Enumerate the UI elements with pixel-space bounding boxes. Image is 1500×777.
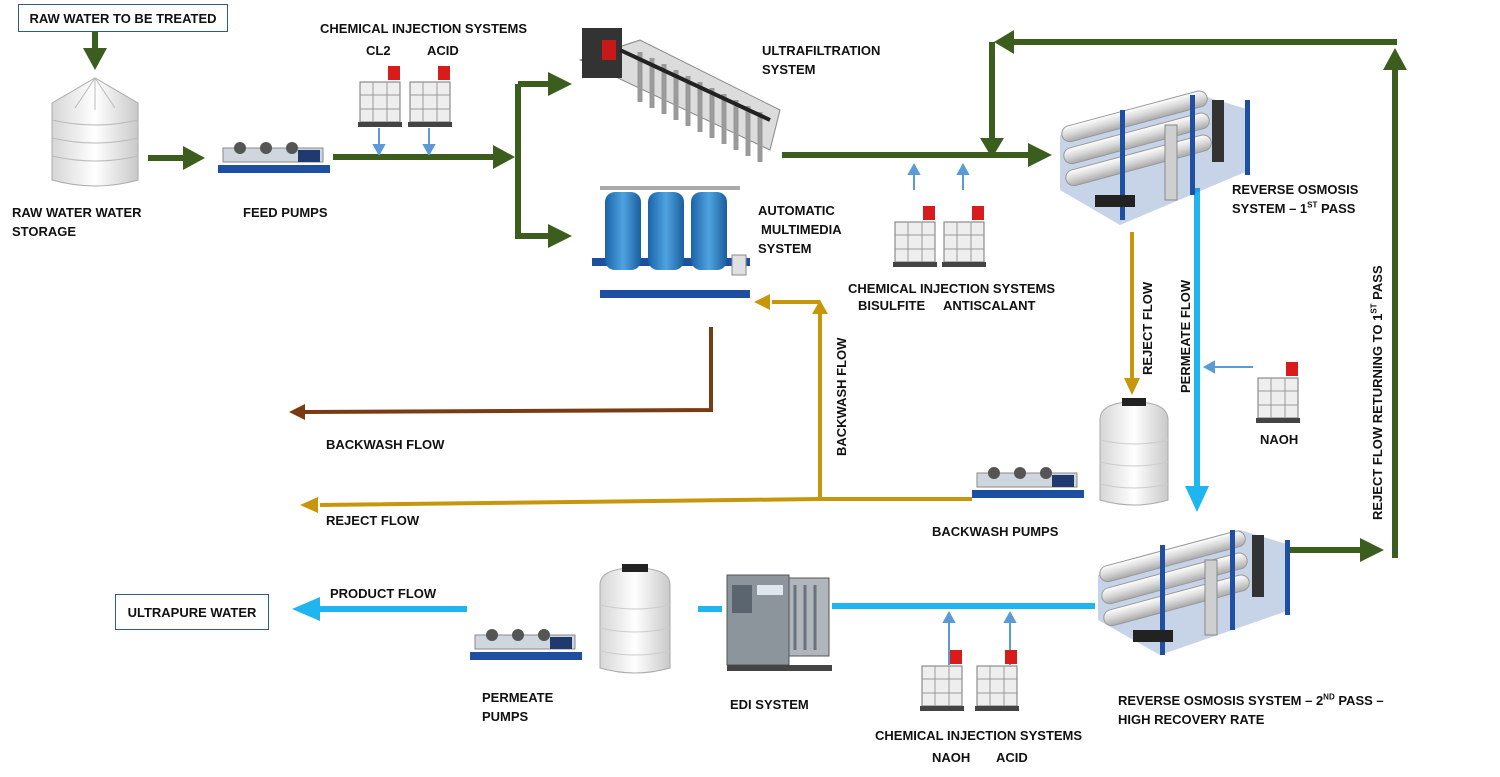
ro1-line-2: SYSTEM – 1ST PASS xyxy=(1232,199,1358,218)
chemical-injection-arrows xyxy=(372,128,1253,665)
feed-pumps-label: FEED PUMPS xyxy=(243,205,328,220)
ultrapure-water-label: ULTRAPURE WATER xyxy=(115,594,269,630)
multimedia-label: AUTOMATIC MULTIMEDIA SYSTEM xyxy=(758,201,842,258)
chem-injection-3-title: CHEMICAL INJECTION SYSTEMS xyxy=(875,728,1083,743)
chemical-tote-bisulfite xyxy=(893,206,937,267)
chemical-tote-naoh-2 xyxy=(920,650,964,711)
main-flow-lines xyxy=(92,28,1398,558)
permeate-flow-arrowheads xyxy=(292,486,1209,621)
main-flow-arrowheads xyxy=(83,30,1407,562)
ro-1st-pass-label: REVERSE OSMOSIS SYSTEM – 1ST PASS xyxy=(1232,180,1358,218)
chem-injection-acid-label: ACID xyxy=(427,43,459,58)
chem-injection-acid-2-label: ACID xyxy=(996,750,1028,765)
raw-storage-line-1: RAW WATER WATER xyxy=(12,205,142,220)
permeate-pumps-line-2: PUMPS xyxy=(482,709,529,724)
ro-system-1st-pass xyxy=(1060,90,1250,225)
ro2-sup: ND xyxy=(1323,692,1335,702)
reject-flow-vertical-label: REJECT FLOW xyxy=(1140,281,1155,375)
chem-injection-naoh-label: NAOH xyxy=(932,750,971,765)
raw-water-storage-label: RAW WATER WATER STORAGE xyxy=(12,203,142,241)
ro2-line-1b: PASS – xyxy=(1334,693,1384,708)
backwash-flow-vertical-label: BACKWASH FLOW xyxy=(834,337,849,456)
permeate-storage-tank xyxy=(599,564,671,674)
reject-flow-lines xyxy=(319,232,1134,507)
product-flow-label: PRODUCT FLOW xyxy=(330,586,437,601)
chemical-tote-cl2 xyxy=(358,66,402,127)
multimedia-filter-system xyxy=(592,186,750,298)
reject-return-b: PASS xyxy=(1370,265,1385,304)
reject-return-label: REJECT FLOW RETURNING TO 1ST PASS xyxy=(1370,265,1385,520)
backwash-pumps-skid xyxy=(972,467,1084,498)
chem-injection-bisulfite-label: BISULFITE xyxy=(858,298,926,313)
naoh-tote-label: NAOH xyxy=(1260,432,1299,447)
reject-return-a: REJECT FLOW RETURNING TO 1 xyxy=(1370,313,1385,520)
ro1-line-1: REVERSE OSMOSIS xyxy=(1232,182,1359,197)
chemical-tote-acid-2 xyxy=(975,650,1019,711)
ro1-line-2a: SYSTEM – 1 xyxy=(1232,201,1308,216)
ultrafiltration-system xyxy=(578,28,781,162)
permeate-pumps-line-1: PERMEATE xyxy=(482,690,554,705)
backwash-flow-label: BACKWASH FLOW xyxy=(326,437,445,452)
ro2-line-1: REVERSE OSMOSIS SYSTEM – 2ND PASS – xyxy=(1118,691,1384,710)
reject-flow-label: REJECT FLOW xyxy=(326,513,420,528)
permeate-pumps-skid xyxy=(470,629,582,660)
amm-line-3: SYSTEM xyxy=(758,241,812,256)
permeate-flow-lines xyxy=(318,188,1200,612)
permeate-flow-vertical-label: PERMEATE FLOW xyxy=(1178,279,1193,393)
amm-line-1: AUTOMATIC xyxy=(758,203,835,218)
backwash-water-tank xyxy=(1099,398,1169,506)
reject-return-sup: ST xyxy=(1369,303,1379,314)
uf-line-2: SYSTEM xyxy=(762,62,816,77)
chemical-tote-antiscalant xyxy=(942,206,986,267)
ro-2nd-pass-label: REVERSE OSMOSIS SYSTEM – 2ND PASS – HIGH… xyxy=(1118,691,1384,729)
chem-injection-1-title: CHEMICAL INJECTION SYSTEMS xyxy=(320,21,528,36)
backwash-pumps-label: BACKWASH PUMPS xyxy=(932,524,1059,539)
amm-line-2: MULTIMEDIA xyxy=(761,222,842,237)
ro1-line-2b: PASS xyxy=(1317,201,1356,216)
edi-system-label: EDI SYSTEM xyxy=(730,697,809,712)
backwash-flow-line xyxy=(304,327,713,414)
ro1-sup: ST xyxy=(1307,200,1318,210)
ro2-line-1a: REVERSE OSMOSIS SYSTEM – 2 xyxy=(1118,693,1324,708)
raw-storage-line-2: STORAGE xyxy=(12,224,77,239)
uf-line-1: ULTRAFILTRATION xyxy=(762,43,881,58)
backwash-flow-arrowhead xyxy=(289,404,305,420)
ro-system-2nd-pass xyxy=(1098,530,1290,655)
chem-injection-antiscalant-label: ANTISCALANT xyxy=(943,298,1036,313)
reject-flow-arrowheads xyxy=(300,294,1140,513)
chemical-tote-naoh-1 xyxy=(1256,362,1300,423)
chem-injection-cl2-label: CL2 xyxy=(366,43,391,58)
feed-pumps-skid xyxy=(218,142,330,173)
chemical-tote-acid-1 xyxy=(408,66,452,127)
permeate-pumps-label: PERMEATE PUMPS xyxy=(482,688,553,726)
ultrafiltration-label: ULTRAFILTRATION SYSTEM xyxy=(762,41,880,79)
chem-injection-2-title: CHEMICAL INJECTION SYSTEMS xyxy=(848,281,1056,296)
ro2-line-2: HIGH RECOVERY RATE xyxy=(1118,712,1265,727)
raw-water-storage-tank xyxy=(51,77,139,187)
raw-water-input-label: RAW WATER TO BE TREATED xyxy=(18,4,228,32)
edi-system xyxy=(726,574,832,671)
